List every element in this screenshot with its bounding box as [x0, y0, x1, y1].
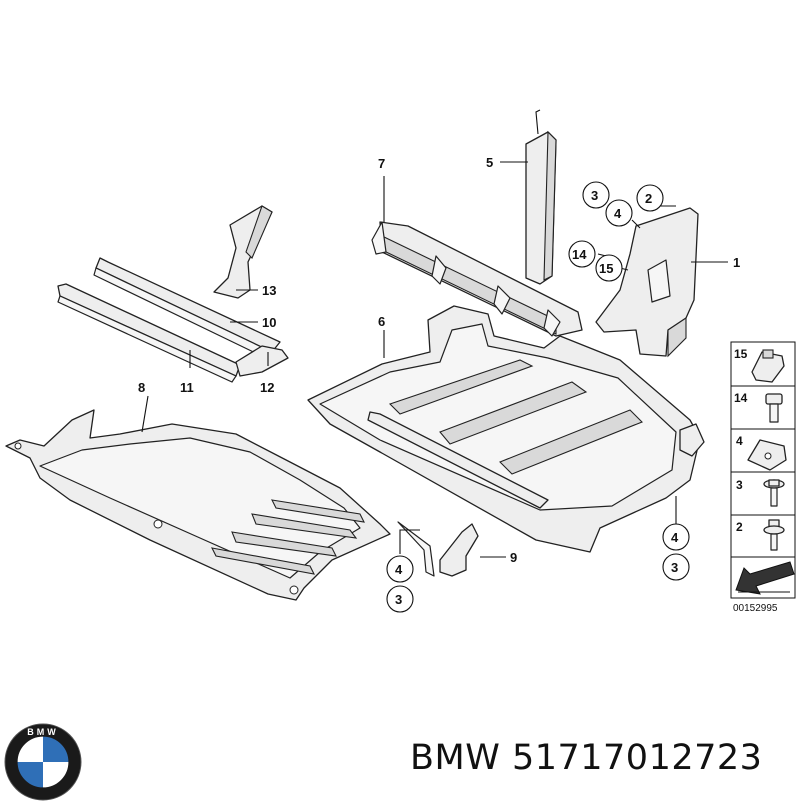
- callout-13: 13: [262, 283, 276, 298]
- bmw-logo: BMW: [4, 723, 82, 801]
- circled-ref-4-right: 4: [671, 530, 679, 545]
- flange-screw-icon: [763, 479, 785, 507]
- legend-label-2: 2: [736, 520, 743, 534]
- part-12-endcap: [235, 345, 289, 377]
- fastener-legend: 15 14 4 3 2: [730, 341, 796, 614]
- bolt-icon: [765, 393, 783, 423]
- circled-ref-3-left: 3: [395, 592, 402, 607]
- legend-label-3: 3: [736, 478, 743, 492]
- legend-label-15: 15: [734, 347, 748, 361]
- circled-ref-14: 14: [572, 247, 587, 262]
- circled-ref-4-top: 4: [614, 206, 622, 221]
- drawing-number: 00152995: [733, 603, 778, 614]
- part-7-cross-member: [371, 221, 583, 337]
- callout-7: 7: [378, 156, 385, 171]
- part-5-vertical-duct: [525, 109, 557, 285]
- part-9-bracket: [397, 521, 479, 577]
- direction-arrow-icon: [735, 561, 795, 595]
- callout-labels: 1 5 7 6 13 10 11 12 8 9: [138, 155, 740, 565]
- circled-ref-3-top: 3: [591, 188, 598, 203]
- callout-1: 1: [733, 255, 740, 270]
- legend-label-4: 4: [736, 434, 743, 448]
- part-1-air-guide: [595, 207, 699, 358]
- clip-nut-icon: [751, 349, 785, 383]
- part-number: 51717012723: [511, 738, 763, 778]
- circled-references: 3 2 4 14 15 4 3 4 3: [386, 181, 690, 613]
- part-8-front-panel: [5, 409, 391, 601]
- part-10-rail: [93, 257, 281, 361]
- circled-ref-4-left: 4: [395, 562, 403, 577]
- legend-label-14: 14: [734, 391, 748, 405]
- callout-5: 5: [486, 155, 493, 170]
- screw-washer-icon: [763, 519, 785, 551]
- callout-12: 12: [260, 380, 274, 395]
- brand-name: BMW: [410, 738, 501, 778]
- part-6-underbody-tray: [307, 305, 705, 553]
- circled-ref-2-top: 2: [645, 191, 652, 206]
- circled-ref-15: 15: [599, 261, 613, 276]
- circled-ref-3-right: 3: [671, 560, 678, 575]
- callout-11: 11: [180, 380, 194, 395]
- callout-8: 8: [138, 380, 145, 395]
- part-caption: BMW 51717012723: [410, 738, 762, 778]
- callout-6: 6: [378, 314, 385, 329]
- part-13-bracket: [213, 205, 273, 299]
- logo-lettering: BMW: [27, 727, 59, 737]
- callout-10: 10: [262, 315, 276, 330]
- speed-nut-icon: [747, 439, 787, 471]
- callout-9: 9: [510, 550, 517, 565]
